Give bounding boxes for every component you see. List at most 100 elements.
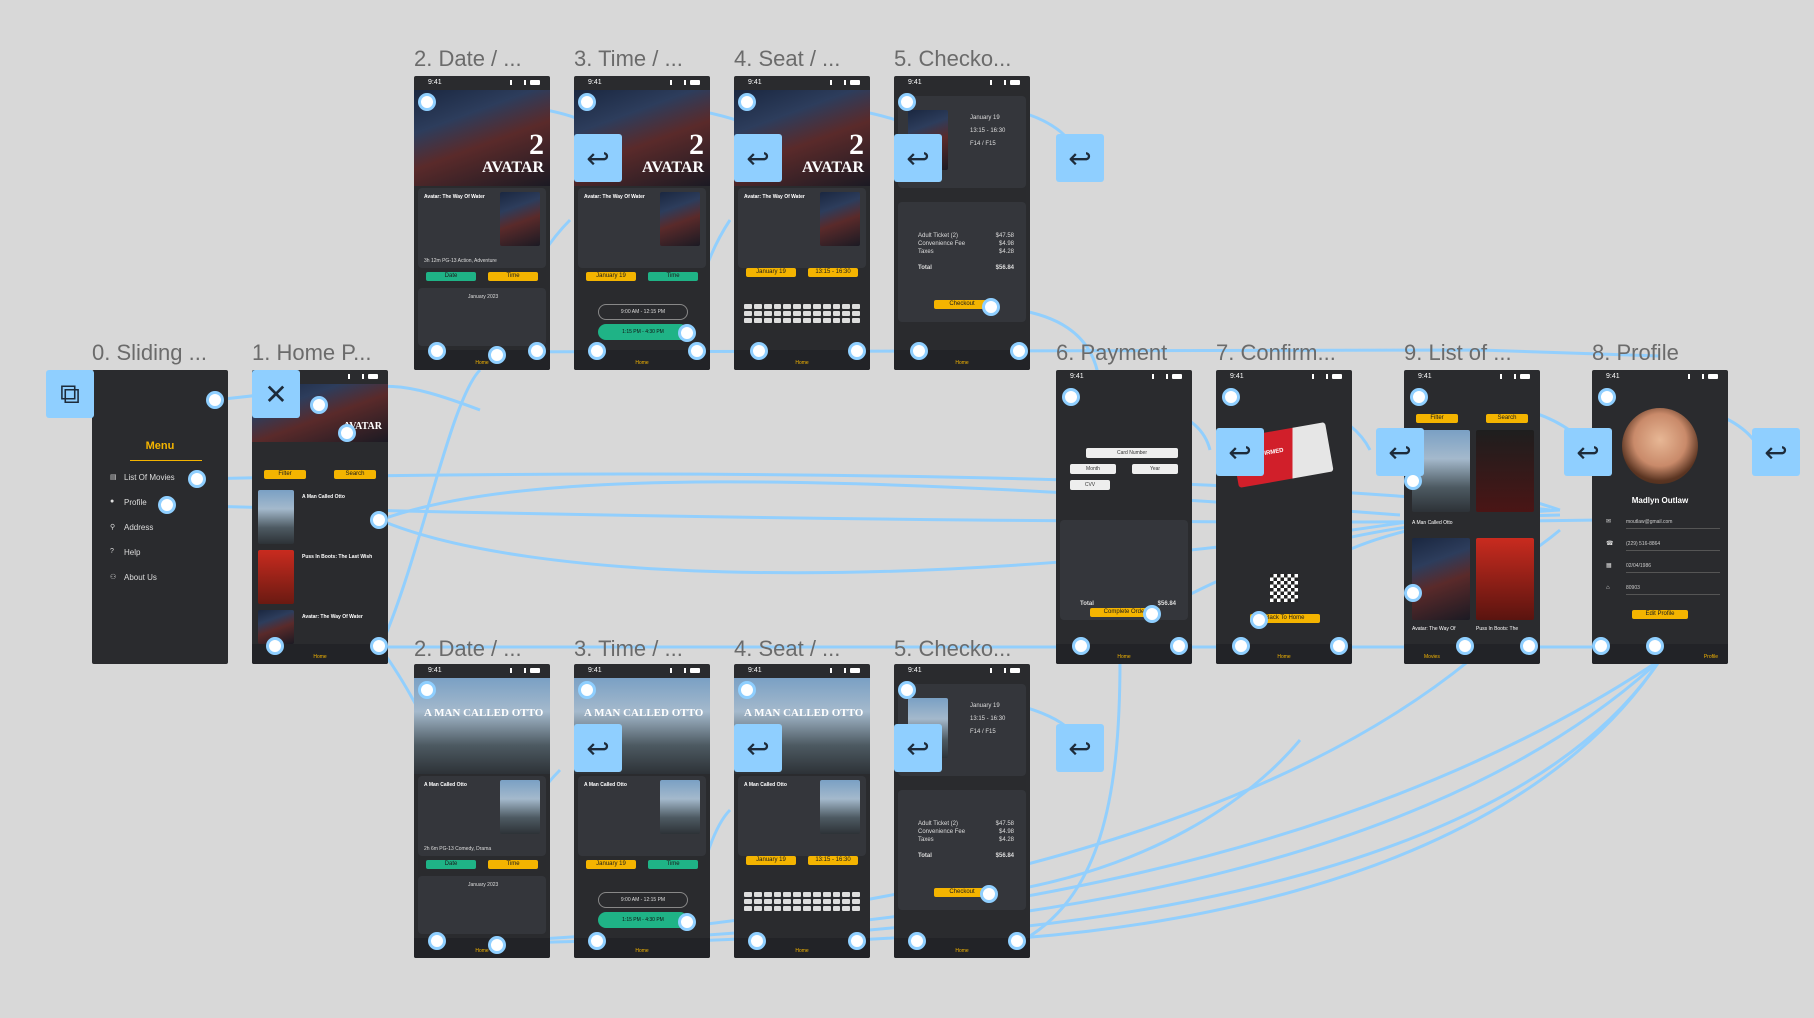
date-tab[interactable]: Date <box>426 860 476 869</box>
connection-node[interactable] <box>588 932 606 950</box>
back-arrow-icon[interactable]: ↩ <box>1564 428 1612 476</box>
time-option-selected[interactable]: 1:15 PM - 4:30 PM <box>598 324 688 340</box>
checkout-button[interactable]: Checkout <box>934 300 990 309</box>
frame-title-confirm[interactable]: 7. Confirm... <box>1216 340 1336 365</box>
connection-node[interactable] <box>1250 611 1268 629</box>
time-tab[interactable]: Time <box>488 272 538 281</box>
connection-node[interactable] <box>898 93 916 111</box>
complete-order-button[interactable]: Complete Order <box>1090 608 1160 617</box>
seat-grid[interactable] <box>744 892 860 911</box>
frame-title-payment[interactable]: 6. Payment <box>1056 340 1168 365</box>
connection-node[interactable] <box>578 681 596 699</box>
time-tab[interactable]: Time <box>488 860 538 869</box>
date-selected[interactable]: January 19 <box>586 272 636 281</box>
menu-item-about-us[interactable]: ⚇About Us <box>110 573 157 582</box>
connection-node[interactable] <box>848 342 866 360</box>
connection-node[interactable] <box>848 932 866 950</box>
edit-profile-button[interactable]: Edit Profile <box>1632 610 1688 619</box>
connection-node[interactable] <box>370 637 388 655</box>
connection-node[interactable] <box>982 298 1000 316</box>
movie-card[interactable] <box>1476 430 1534 512</box>
connection-node[interactable] <box>488 936 506 954</box>
connection-node[interactable] <box>678 324 696 342</box>
connection-node[interactable] <box>980 885 998 903</box>
time-tab[interactable]: Time <box>648 272 698 281</box>
connection-node[interactable] <box>418 681 436 699</box>
frame-title-checkout-top[interactable]: 5. Checko... <box>894 46 1012 71</box>
date-tab[interactable]: Date <box>426 272 476 281</box>
back-to-home-button[interactable]: Back To Home <box>1250 614 1320 623</box>
time-option[interactable]: 9:00 AM - 12:15 PM <box>598 304 688 320</box>
connection-node[interactable] <box>1062 388 1080 406</box>
year-select[interactable]: Year <box>1132 464 1178 474</box>
frame-title-time-top[interactable]: 3. Time / ... <box>574 46 683 71</box>
nav-home[interactable]: Home <box>475 948 489 954</box>
connection-node[interactable] <box>1404 584 1422 602</box>
back-arrow-icon[interactable]: ↩ <box>1216 428 1264 476</box>
card-number-input[interactable]: Card Number <box>1086 448 1178 458</box>
connection-node[interactable] <box>1520 637 1538 655</box>
frame-title-seat-bottom[interactable]: 4. Seat / ... <box>734 636 841 661</box>
overlay-icon[interactable]: ⧉ <box>46 370 94 418</box>
connection-node[interactable] <box>738 93 756 111</box>
back-arrow-icon[interactable]: ↩ <box>574 134 622 182</box>
nav-home[interactable]: Home <box>635 360 649 366</box>
connection-node[interactable] <box>1592 637 1610 655</box>
connection-node[interactable] <box>898 681 916 699</box>
connection-node[interactable] <box>488 346 506 364</box>
movie-card[interactable] <box>1412 538 1470 620</box>
menu-item-list-of-movies[interactable]: ▤List Of Movies <box>110 473 175 482</box>
menu-item-profile[interactable]: ●Profile <box>110 498 147 507</box>
frame-title-list[interactable]: 9. List of ... <box>1404 340 1512 365</box>
connection-node[interactable] <box>188 470 206 488</box>
frame-title-sliding[interactable]: 0. Sliding ... <box>92 340 207 365</box>
connection-node[interactable] <box>1072 637 1090 655</box>
movie-thumb[interactable] <box>258 490 294 544</box>
connection-node[interactable] <box>206 391 224 409</box>
frame-title-date-bottom[interactable]: 2. Date / ... <box>414 636 522 661</box>
back-arrow-icon[interactable]: ↩ <box>894 134 942 182</box>
connection-node[interactable] <box>1330 637 1348 655</box>
connection-node[interactable] <box>1008 932 1026 950</box>
time-selected[interactable]: 13:15 - 16:30 <box>808 856 858 865</box>
connection-node[interactable] <box>1404 472 1422 490</box>
connection-node[interactable] <box>910 342 928 360</box>
back-arrow-icon[interactable]: ↩ <box>1376 428 1424 476</box>
connection-node[interactable] <box>1646 637 1664 655</box>
connection-node[interactable] <box>428 932 446 950</box>
seat-grid[interactable] <box>744 304 860 323</box>
connection-node[interactable] <box>310 396 328 414</box>
connection-node[interactable] <box>1143 605 1161 623</box>
nav-home[interactable]: Home <box>635 948 649 954</box>
nav-home[interactable]: Home <box>955 360 969 366</box>
connection-node[interactable] <box>158 496 176 514</box>
connection-node[interactable] <box>1456 637 1474 655</box>
time-tab[interactable]: Time <box>648 860 698 869</box>
nav-home[interactable]: Home <box>1277 654 1291 660</box>
nav-profile[interactable]: Profile <box>1703 654 1718 660</box>
nav-home[interactable]: Home <box>795 360 809 366</box>
connection-node[interactable] <box>1222 388 1240 406</box>
nav-home[interactable]: Home <box>955 948 969 954</box>
movie-thumb[interactable] <box>258 550 294 604</box>
frame-title-date-top[interactable]: 2. Date / ... <box>414 46 522 71</box>
nav-home[interactable]: Home <box>1117 654 1131 660</box>
connection-node[interactable] <box>750 342 768 360</box>
time-option[interactable]: 9:00 AM - 12:15 PM <box>598 892 688 908</box>
connection-node[interactable] <box>688 342 706 360</box>
time-option-selected[interactable]: 1:15 PM - 4:30 PM <box>598 912 688 928</box>
connection-node[interactable] <box>528 342 546 360</box>
connection-node[interactable] <box>908 932 926 950</box>
connection-node[interactable] <box>1010 342 1028 360</box>
connection-node[interactable] <box>1598 388 1616 406</box>
movie-card[interactable] <box>1476 538 1534 620</box>
connection-node[interactable] <box>1232 637 1250 655</box>
connection-node[interactable] <box>338 424 356 442</box>
connection-node[interactable] <box>678 913 696 931</box>
nav-home[interactable]: Home <box>313 654 327 660</box>
calendar[interactable]: January 2023 <box>418 288 546 346</box>
back-arrow-icon[interactable]: ↩ <box>734 724 782 772</box>
back-arrow-icon[interactable]: ↩ <box>1752 428 1800 476</box>
checkout-button[interactable]: Checkout <box>934 888 990 897</box>
frame-title-checkout-bottom[interactable]: 5. Checko... <box>894 636 1012 661</box>
